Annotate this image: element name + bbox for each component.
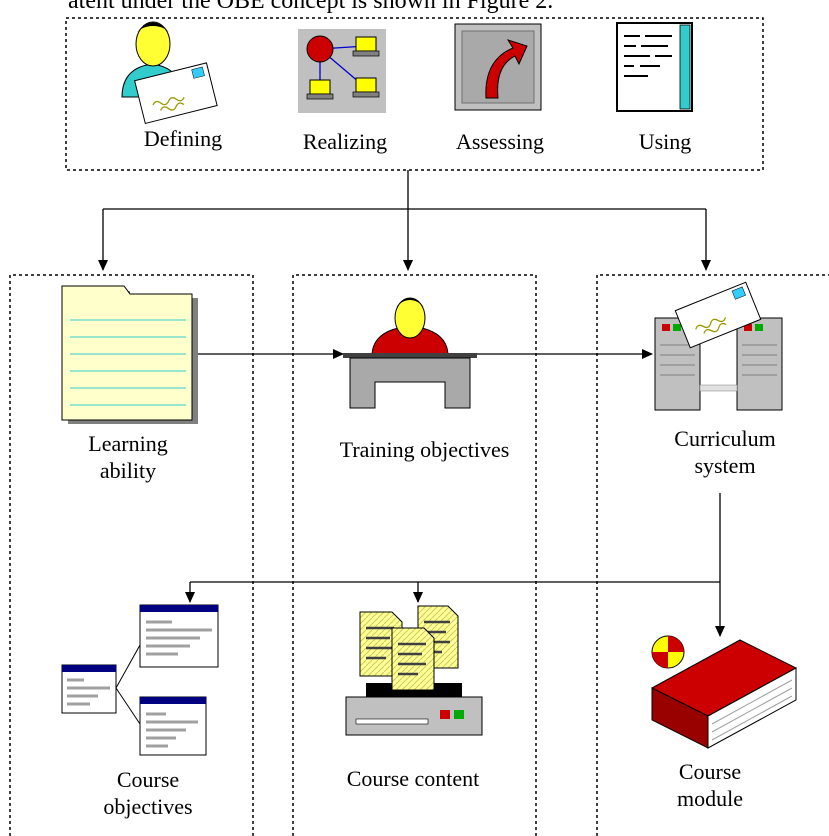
node-label-learning-ability: Learning ability: [58, 430, 198, 484]
node-label-course-module-line1: Course: [678, 759, 742, 784]
document-scroll-icon: [616, 22, 693, 112]
person-with-letter-icon: [121, 21, 218, 125]
notepad-icon: [61, 285, 198, 424]
node-label-curriculum-system-line2: system: [694, 453, 756, 478]
phase-label-assessing: Assessing: [455, 129, 544, 154]
printer-documents-icon: [345, 605, 483, 736]
phase-label-defining: Defining: [143, 126, 223, 151]
column-box-right: [596, 274, 829, 836]
node-label-course-content: Course content: [346, 766, 480, 791]
node-label-curriculum-system: Curriculum system: [655, 425, 795, 479]
node-label-training-objectives: Training objectives: [339, 437, 510, 462]
node-label-course-objectives-line2: objectives: [103, 794, 193, 819]
book-icon: [650, 635, 798, 749]
document-windows-icon: [61, 604, 219, 756]
phases-box: [65, 17, 764, 171]
node-label-course-module-line2: module: [677, 786, 743, 811]
connectors: [98, 170, 725, 637]
node-label-curriculum-system-line1: Curriculum: [674, 426, 776, 451]
arrow-up-icon: [454, 23, 542, 111]
phase-label-realizing: Realizing: [302, 129, 388, 154]
node-label-learning-ability-line1: Learning: [88, 431, 168, 456]
person-at-desk-icon: [343, 297, 477, 409]
phase-label-using: Using: [638, 129, 692, 154]
node-label-learning-ability-line2: ability: [99, 458, 157, 483]
node-label-course-objectives-line1: Course: [116, 767, 180, 792]
server-with-letter-icon: [654, 281, 783, 411]
network-icon: [298, 29, 386, 113]
node-label-course-objectives: Course objectives: [78, 766, 218, 820]
caption-fragment: atent under the OBE concept is shown in …: [68, 0, 554, 14]
node-label-course-module: Course module: [640, 758, 780, 812]
